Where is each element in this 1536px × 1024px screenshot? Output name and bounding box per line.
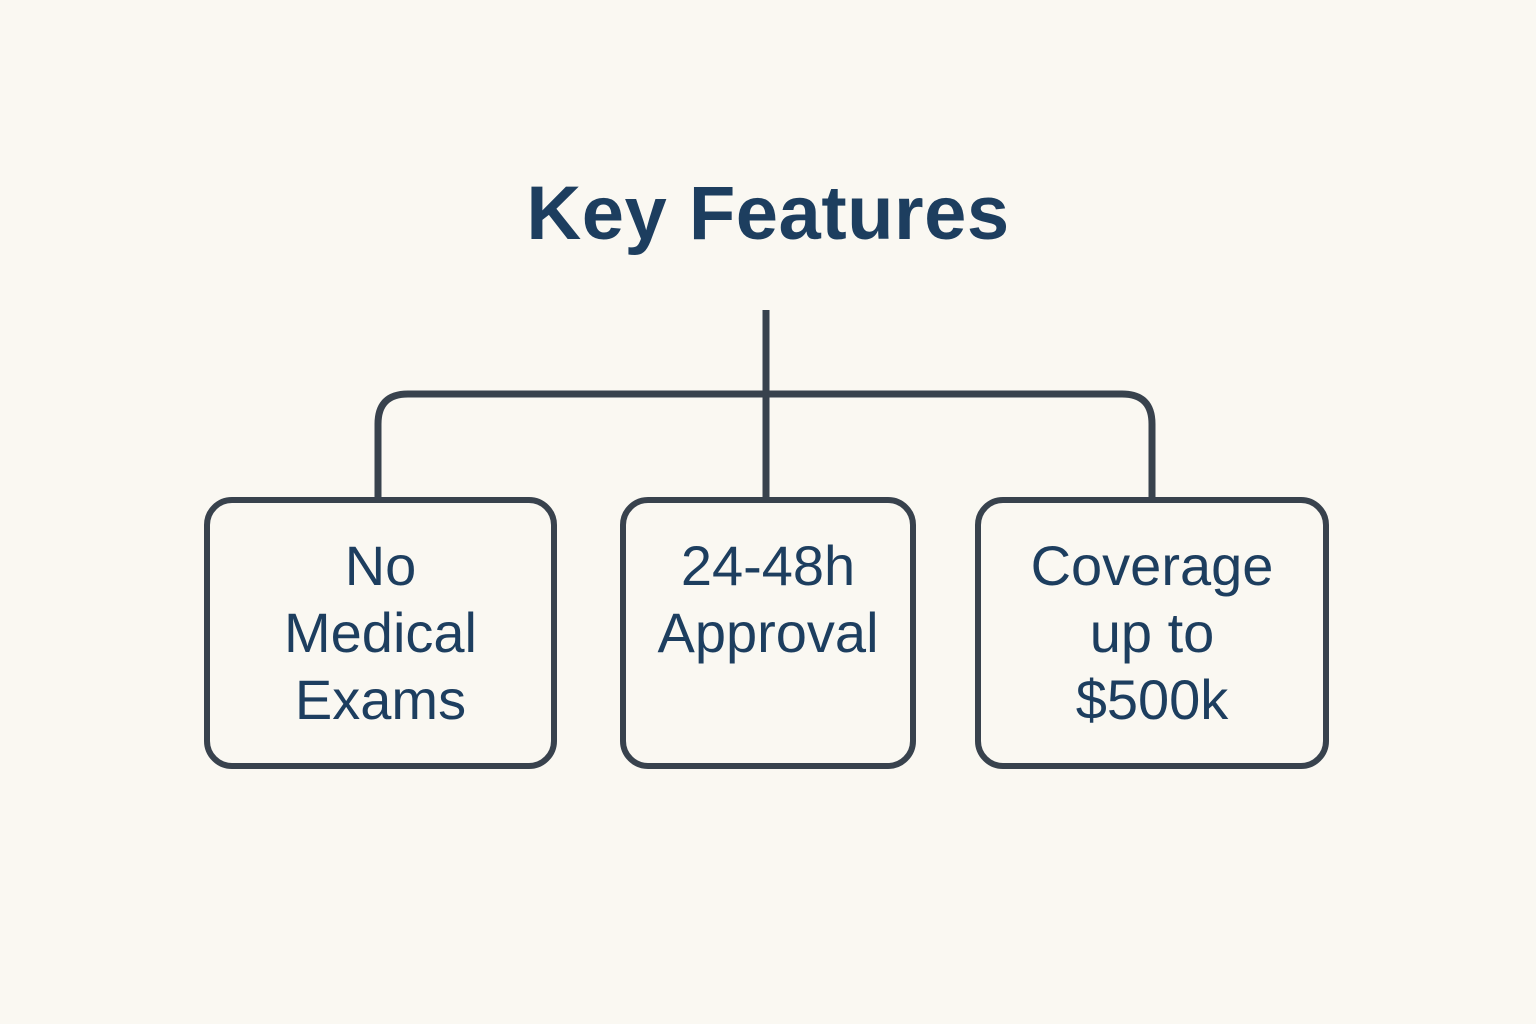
node-label-line: Approval [657,601,879,664]
node-label-line: Coverage [1030,534,1274,597]
flow-node-coverage-limit: Coverage up to $500k [975,497,1329,769]
node-label-line: 24-48h [680,534,856,597]
flow-node-approval-time: 24-48h Approval [620,497,916,769]
node-label-line: up to [1089,601,1215,664]
node-label-line: $500k [1075,668,1229,731]
flow-node-no-medical-exams: No Medical Exams [204,497,557,769]
connector-bracket [374,390,1156,502]
node-label-line: Medical [284,601,477,664]
node-label-line: Exams [294,668,467,731]
node-label-line: No [344,534,417,597]
diagram-title: Key Features [526,171,1010,256]
